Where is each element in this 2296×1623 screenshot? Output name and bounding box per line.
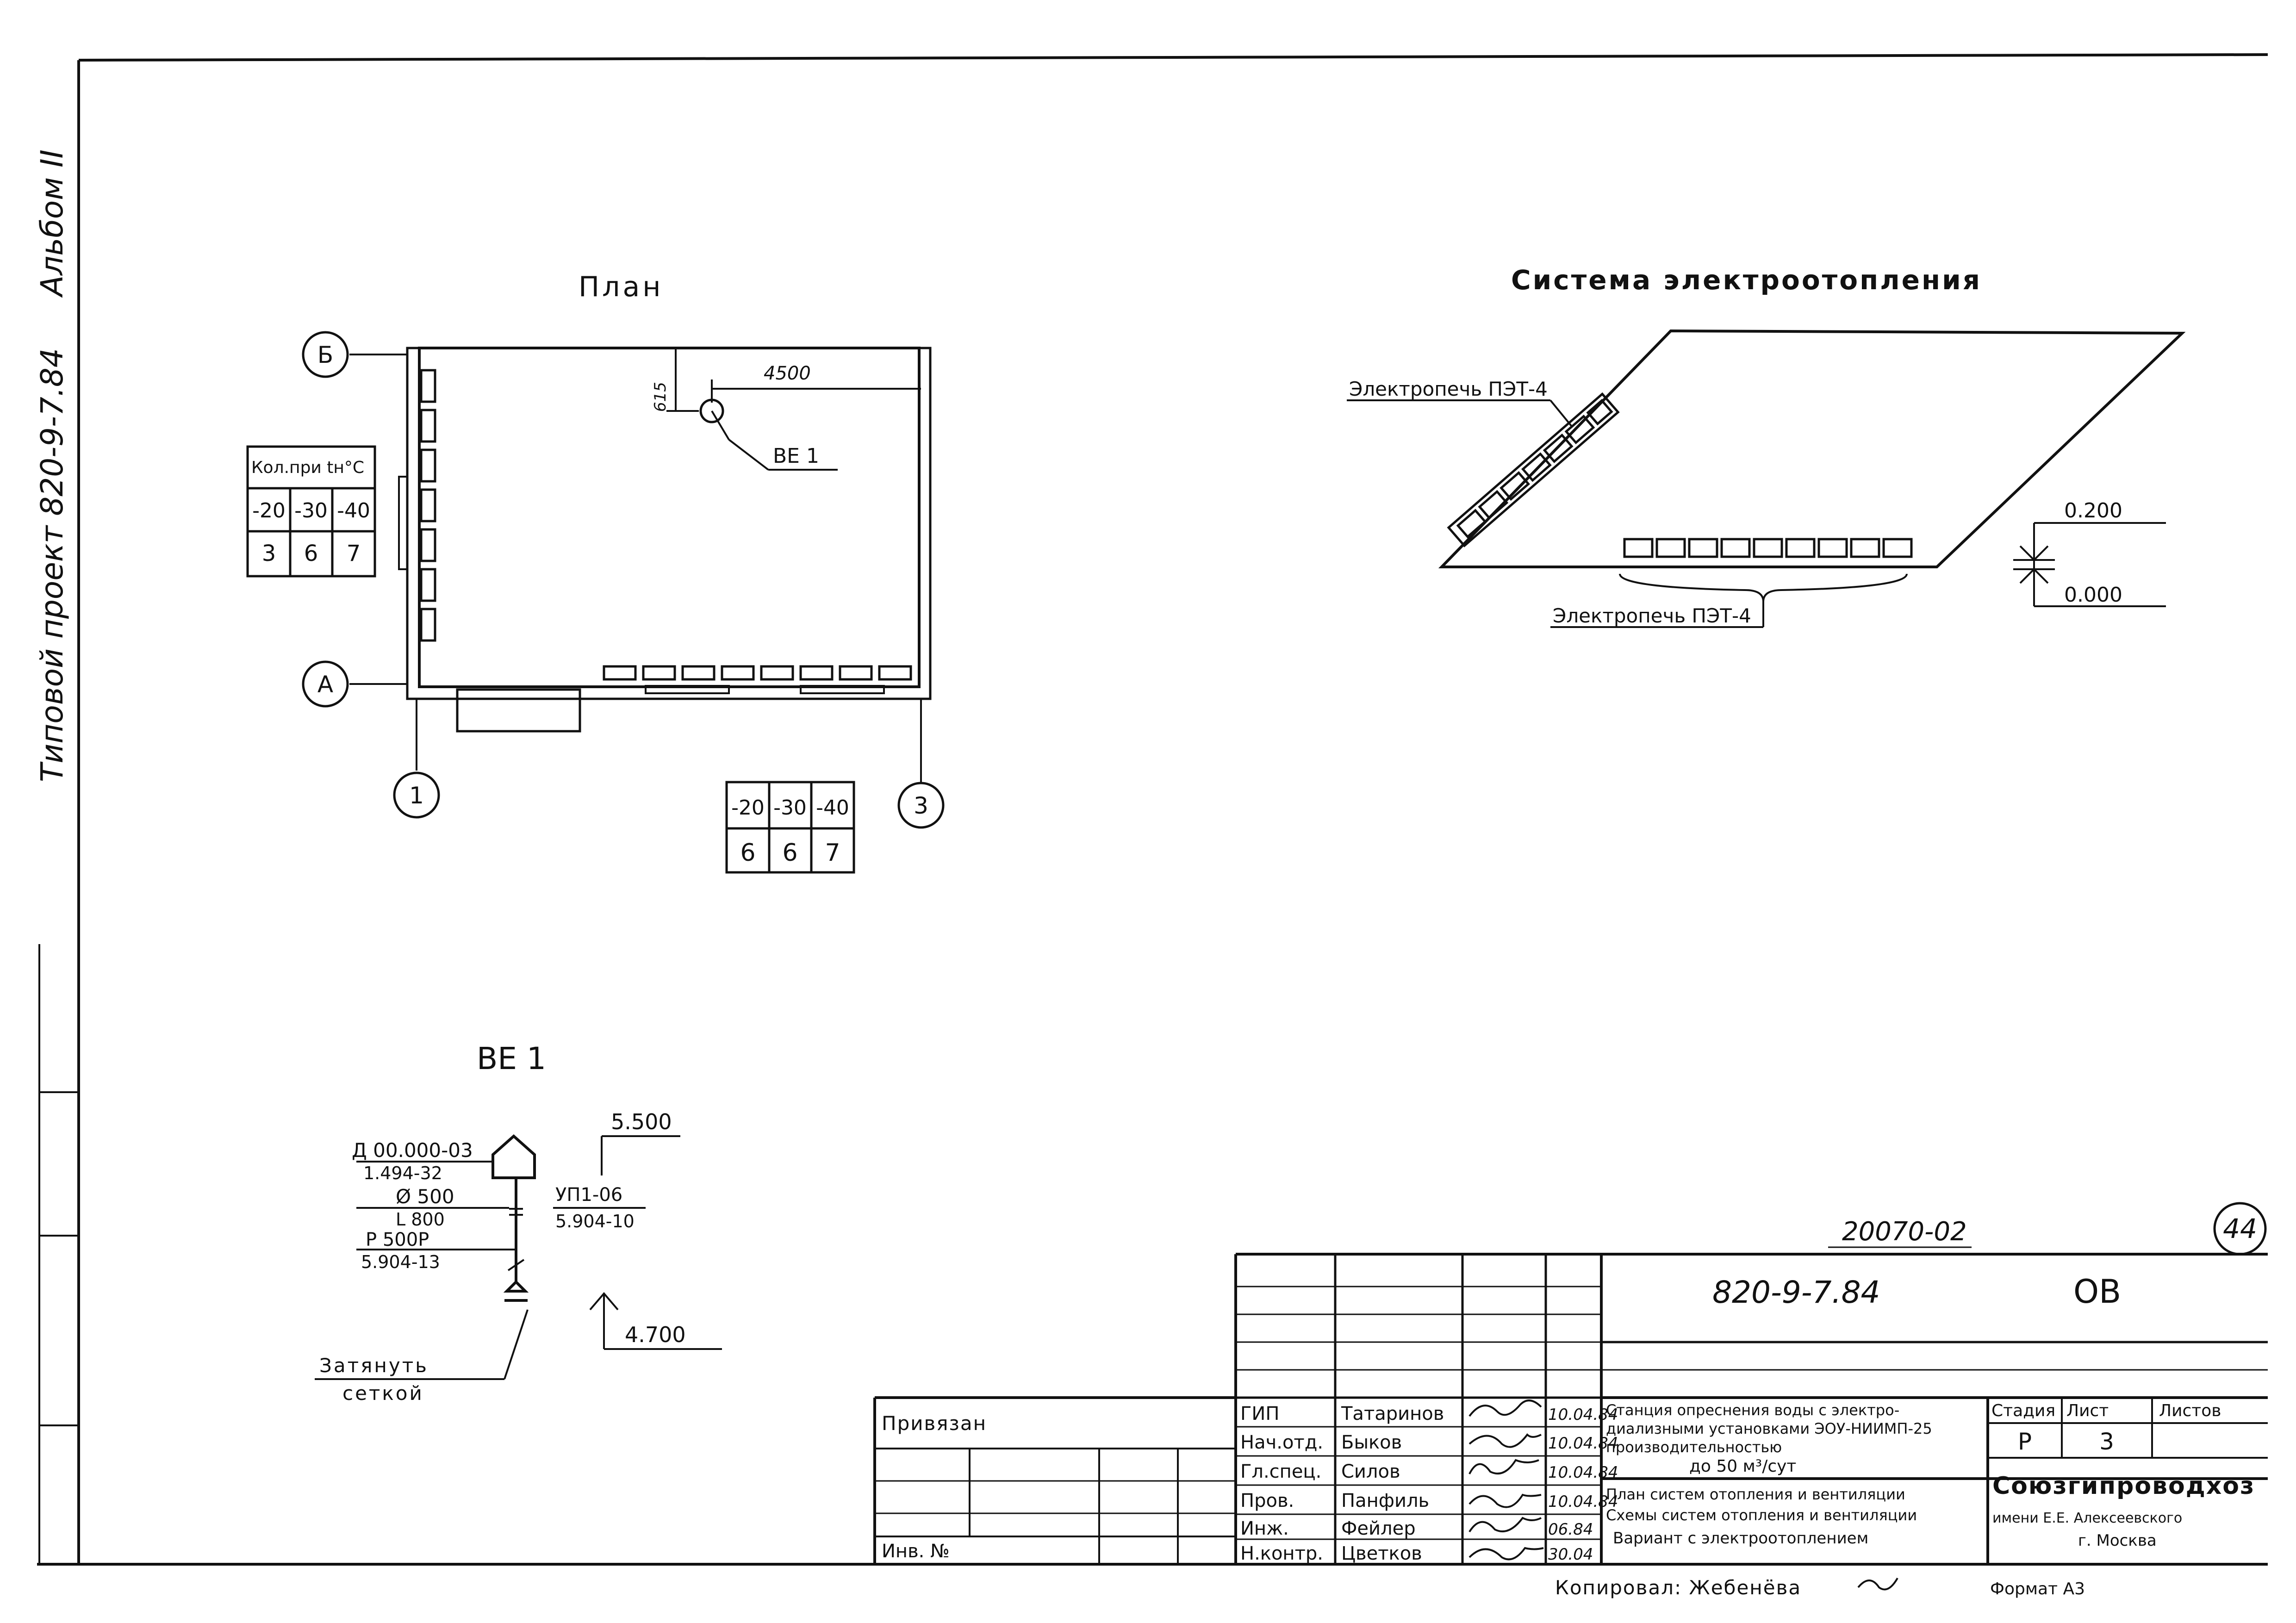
system-level-top: 0.200 — [2064, 499, 2122, 522]
drawing-mark: ОВ — [2073, 1273, 2121, 1311]
axis-3-bubble — [897, 782, 945, 829]
bottom-value-1: 6 — [740, 839, 755, 867]
axis-a-bubble — [302, 660, 349, 708]
copied-by: Копировал: Жебенёва — [1555, 1576, 1801, 1599]
axis-3-label: 3 — [914, 792, 928, 819]
be1-code1b: 1.494-32 — [363, 1163, 442, 1183]
doc-number: 20070-02 — [1842, 1217, 1967, 1247]
plan-dim-4500: 4500 — [764, 363, 811, 384]
bottom-temp-2: -30 — [773, 796, 807, 820]
be1-drawing — [315, 1134, 722, 1380]
attached-label: Привязан — [882, 1412, 987, 1435]
bottom-count-table — [725, 781, 855, 874]
sheets-label: Листов — [2159, 1401, 2221, 1420]
object-title-3: производительностью — [1606, 1438, 1782, 1456]
bottom-temp-3: -40 — [816, 796, 849, 820]
name-6: Цветков — [1341, 1543, 1422, 1564]
system-heater-top-label: Электропечь ПЭТ-4 — [1349, 378, 1548, 400]
plan-riser-label: ВЕ 1 — [773, 444, 819, 468]
sheet-title-2: Схемы систем отопления и вентиляции — [1606, 1506, 1917, 1524]
be1-upl: УП1-06 — [555, 1184, 622, 1206]
project-code: 820-9-7.84 — [1712, 1275, 1880, 1310]
count-table-header: Кол.при tн°C — [251, 458, 364, 477]
axis-1-bubble — [393, 771, 440, 819]
be1-len: L 800 — [396, 1209, 445, 1230]
role-gip: ГИП — [1240, 1403, 1279, 1424]
be1-title: ВЕ 1 — [477, 1041, 546, 1076]
org-name: Союзгипроводхоз — [1992, 1472, 2255, 1500]
object-title-1: Станция опреснения воды с электро- — [1606, 1401, 1899, 1419]
signatures — [1468, 1399, 1898, 1591]
side-project-text: Типовой проект 820-9-7.84 — [34, 348, 70, 782]
frame-top-line — [78, 53, 2268, 62]
role-norm-control: Н.контр. — [1240, 1543, 1323, 1564]
count-table — [246, 445, 376, 578]
be1-code2: 5.904-10 — [555, 1211, 635, 1231]
sheet-title-3: Вариант с электроотоплением — [1613, 1529, 1868, 1548]
org-name-2: имени Е.Е. Алексеевского — [1992, 1510, 2182, 1526]
stage-value: Р — [2018, 1428, 2032, 1455]
object-title-4: до 50 м³/сут — [1689, 1457, 1796, 1476]
be1-level-top: 5.500 — [611, 1109, 672, 1134]
plan-dim-615: 615 — [651, 382, 670, 412]
axis-b-bubble — [302, 331, 349, 378]
count-value-1: 3 — [262, 541, 276, 566]
format-label: Формат А3 — [1990, 1579, 2085, 1598]
system-title: Система электроотопления — [1511, 264, 1982, 296]
bottom-value-3: 7 — [825, 839, 840, 867]
system-level-bottom: 0.000 — [2064, 583, 2122, 607]
count-temp-1: -20 — [252, 499, 286, 522]
axis-b-label: Б — [317, 342, 333, 368]
be1-code1: Д 00.000-03 — [352, 1139, 473, 1162]
system-heater-bottom-label: Электропечь ПЭТ-4 — [1553, 604, 1751, 627]
name-1: Татаринов — [1341, 1403, 1444, 1424]
plan-title: План — [579, 271, 663, 303]
name-2: Быков — [1341, 1432, 1402, 1453]
be1-p500: Р 500Р — [366, 1229, 429, 1250]
side-album-text: Альбом II — [34, 149, 70, 298]
sheet-title-1: План систем отопления и вентиляции — [1606, 1486, 1905, 1503]
page-number: 44 — [2223, 1213, 2257, 1244]
title-block — [873, 1202, 2268, 1564]
name-3: Силов — [1341, 1461, 1400, 1482]
axis-1-label: 1 — [409, 782, 424, 809]
be1-level-bottom: 4.700 — [625, 1322, 686, 1347]
date-2: 10.04.84 — [1548, 1434, 1618, 1453]
inventory-label: Инв. № — [882, 1541, 950, 1562]
date-5: 06.84 — [1548, 1520, 1593, 1539]
name-5: Фейлер — [1341, 1518, 1416, 1539]
sheet-label: Лист — [2066, 1401, 2109, 1420]
be1-note1: Затянуть — [319, 1354, 429, 1377]
count-temp-2: -30 — [294, 499, 328, 522]
axis-a-label: А — [317, 671, 333, 698]
sheet-value: 3 — [2099, 1428, 2114, 1455]
count-value-3: 7 — [347, 541, 361, 566]
stage-label: Стадия — [1991, 1401, 2055, 1420]
role-engineer: Инж. — [1240, 1518, 1289, 1539]
date-1: 10.04.84 — [1548, 1405, 1618, 1424]
plan-drawing — [349, 347, 932, 782]
bottom-value-2: 6 — [782, 839, 797, 867]
date-3: 10.04.84 — [1548, 1463, 1618, 1482]
page-number-circle — [2213, 1202, 2267, 1256]
name-4: Панфиль — [1341, 1490, 1429, 1511]
system-drawing — [1347, 329, 2186, 628]
role-checked: Пров. — [1240, 1490, 1294, 1511]
role-head-dept: Нач.отд. — [1240, 1432, 1323, 1453]
bottom-temp-1: -20 — [731, 796, 765, 820]
be1-code3: 5.904-13 — [361, 1252, 440, 1272]
count-value-2: 6 — [304, 541, 318, 566]
object-title-2: диализными установками ЭОУ-НИИМП-25 — [1606, 1420, 1932, 1437]
be1-dia: Ø 500 — [396, 1185, 454, 1208]
be1-note2: сеткой — [342, 1382, 424, 1405]
role-chief-spec: Гл.спец. — [1240, 1461, 1321, 1482]
org-city: г. Москва — [2078, 1531, 2157, 1550]
date-6: 30.04 — [1548, 1545, 1593, 1564]
count-temp-3: -40 — [337, 499, 370, 522]
date-4: 10.04.84 — [1548, 1492, 1618, 1511]
